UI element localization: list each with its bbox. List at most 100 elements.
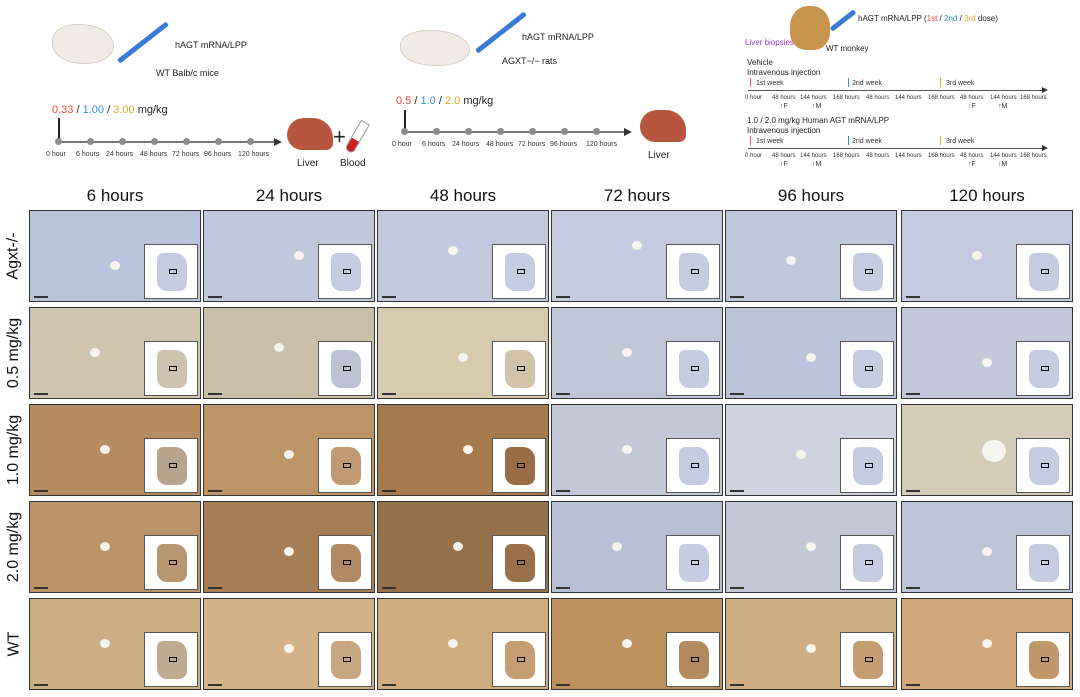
treated-marker-m2: ↑M: [998, 161, 1008, 168]
rats-timeline: [404, 131, 626, 133]
histology-panel: [203, 307, 375, 399]
mice-animal-label: WT Balb/c mice: [156, 68, 219, 78]
col-header-48h: 48 hours: [429, 186, 497, 205]
treated-week-2: 2nd week: [852, 138, 882, 145]
rat-illustration: [400, 30, 470, 66]
injection-arrow: [404, 110, 406, 130]
mice-tp-5: 96 hours: [204, 151, 232, 158]
rats-tp-3: 48 hours: [486, 141, 514, 148]
rats-liver-label: Liver: [648, 150, 670, 161]
histology-panel: [377, 404, 549, 496]
rats-tp-4: 72 hours: [518, 141, 546, 148]
rats-dose-2: 1.0: [420, 95, 436, 107]
treated-timeline: [748, 148, 1044, 149]
mice-tp-1: 6 hours: [76, 151, 100, 158]
rats-timeline-arrow: [624, 128, 632, 136]
histology-panel: [725, 404, 897, 496]
histology-panel: [29, 404, 201, 496]
histology-panel: [29, 501, 201, 593]
treated-week-3: 3rd week: [946, 138, 975, 145]
vehicle-route: Intravenous injection: [747, 68, 821, 77]
histology-panel: [29, 307, 201, 399]
vehicle-timeline: [748, 90, 1044, 91]
vehicle-week-3: 3rd week: [946, 80, 975, 87]
mice-tp-4: 72 hours: [172, 151, 200, 158]
rats-dose-3: 2.0: [444, 95, 461, 107]
mice-liver-label: Liver: [297, 158, 319, 169]
rats-tp-6: 120 hours: [586, 141, 618, 148]
vehicle-label: Vehicle: [747, 58, 773, 67]
vehicle-marker-f1: ↑F: [780, 103, 788, 110]
histology-panel: [725, 210, 897, 302]
histology-panel: [377, 598, 549, 690]
rats-tp-2: 24 hours: [452, 141, 480, 148]
rats-dose-1: 0.5: [396, 95, 412, 107]
row-label-2-0: 2.0 mg/kg: [5, 511, 23, 583]
histology-panel: [203, 404, 375, 496]
blood-tube-icon: [344, 119, 370, 155]
row-label-0-5: 0.5 mg/kg: [5, 317, 23, 389]
treated-marker-f2: ↑F: [968, 161, 976, 168]
histology-panel: [551, 598, 723, 690]
vehicle-marker-m2: ↑M: [998, 103, 1008, 110]
liver-icon: [287, 118, 333, 150]
mice-dose-1: 0.33: [52, 104, 74, 116]
liver-icon: [640, 110, 686, 142]
histology-panel: [203, 598, 375, 690]
plus-sign: +: [333, 124, 346, 149]
histology-panel: [551, 307, 723, 399]
rats-tp-5: 96 hours: [550, 141, 578, 148]
col-header-6h: 6 hours: [86, 186, 144, 205]
mice-injection-label: hAGT mRNA/LPP: [175, 40, 247, 50]
col-header-72h: 72 hours: [603, 186, 671, 205]
col-header-96h: 96 hours: [777, 186, 845, 205]
mice-dose-2: 1.00: [82, 104, 105, 116]
histology-panel: [377, 501, 549, 593]
rats-dose-label: 0.5 / 1.0 / 2.0 mg/kg: [396, 95, 494, 107]
histology-panel: [551, 404, 723, 496]
syringe-icon: [117, 21, 169, 64]
mice-tp-6: 120 hours: [238, 151, 270, 158]
histology-panel: [551, 501, 723, 593]
mice-dose-label: 0.33 / 1.00 / 3.00 mg/kg: [52, 104, 168, 116]
row-label-wt: WT: [5, 631, 22, 657]
treated-route: Intravenous injection: [747, 126, 821, 135]
histology-panel: [725, 598, 897, 690]
mice-timeline: [58, 141, 276, 143]
histology-panel: [901, 598, 1073, 690]
mice-timeline-arrow: [274, 138, 282, 146]
col-header-120h: 120 hours: [949, 186, 1025, 205]
vehicle-week-1: 1st week: [756, 80, 784, 87]
histology-panel: [203, 501, 375, 593]
monkey-illustration: [790, 6, 830, 50]
histology-panel: [725, 501, 897, 593]
mice-dose-unit: mg/kg: [137, 104, 168, 116]
histology-panel: [377, 307, 549, 399]
vehicle-week-2: 2nd week: [852, 80, 882, 87]
rats-dose-unit: mg/kg: [463, 95, 494, 107]
mice-tp-2: 24 hours: [106, 151, 134, 158]
treated-week-1: 1st week: [756, 138, 784, 145]
histology-panel: [551, 210, 723, 302]
vehicle-marker-m1: ↑M: [812, 103, 822, 110]
histology-panel: [901, 210, 1073, 302]
monkey-dose-header: hAGT mRNA/LPP (1st / 2nd / 3rd dose): [858, 14, 998, 23]
histology-panel: [901, 307, 1073, 399]
row-label-agxt: Agxt-/-: [5, 232, 22, 280]
injection-arrow: [58, 118, 60, 140]
monkey-biopsy-label: Liver biopsies: [745, 38, 794, 47]
histology-panel: [725, 307, 897, 399]
syringe-icon: [829, 9, 857, 32]
monkey-animal-label: WT monkey: [826, 44, 869, 53]
mice-blood-label: Blood: [340, 158, 366, 169]
rats-animal-label: AGXT−/− rats: [502, 56, 558, 66]
histology-panel: [29, 598, 201, 690]
histology-panel: [203, 210, 375, 302]
mice-tp-0: 0 hour: [46, 151, 66, 158]
rats-tp-0: 0 hour: [392, 141, 412, 148]
histology-panel: [29, 210, 201, 302]
rats-tp-1: 6 hours: [422, 141, 446, 148]
mice-tp-3: 48 hours: [140, 151, 168, 158]
treated-marker-m1: ↑M: [812, 161, 822, 168]
mice-dose-3: 3.00: [113, 104, 135, 116]
